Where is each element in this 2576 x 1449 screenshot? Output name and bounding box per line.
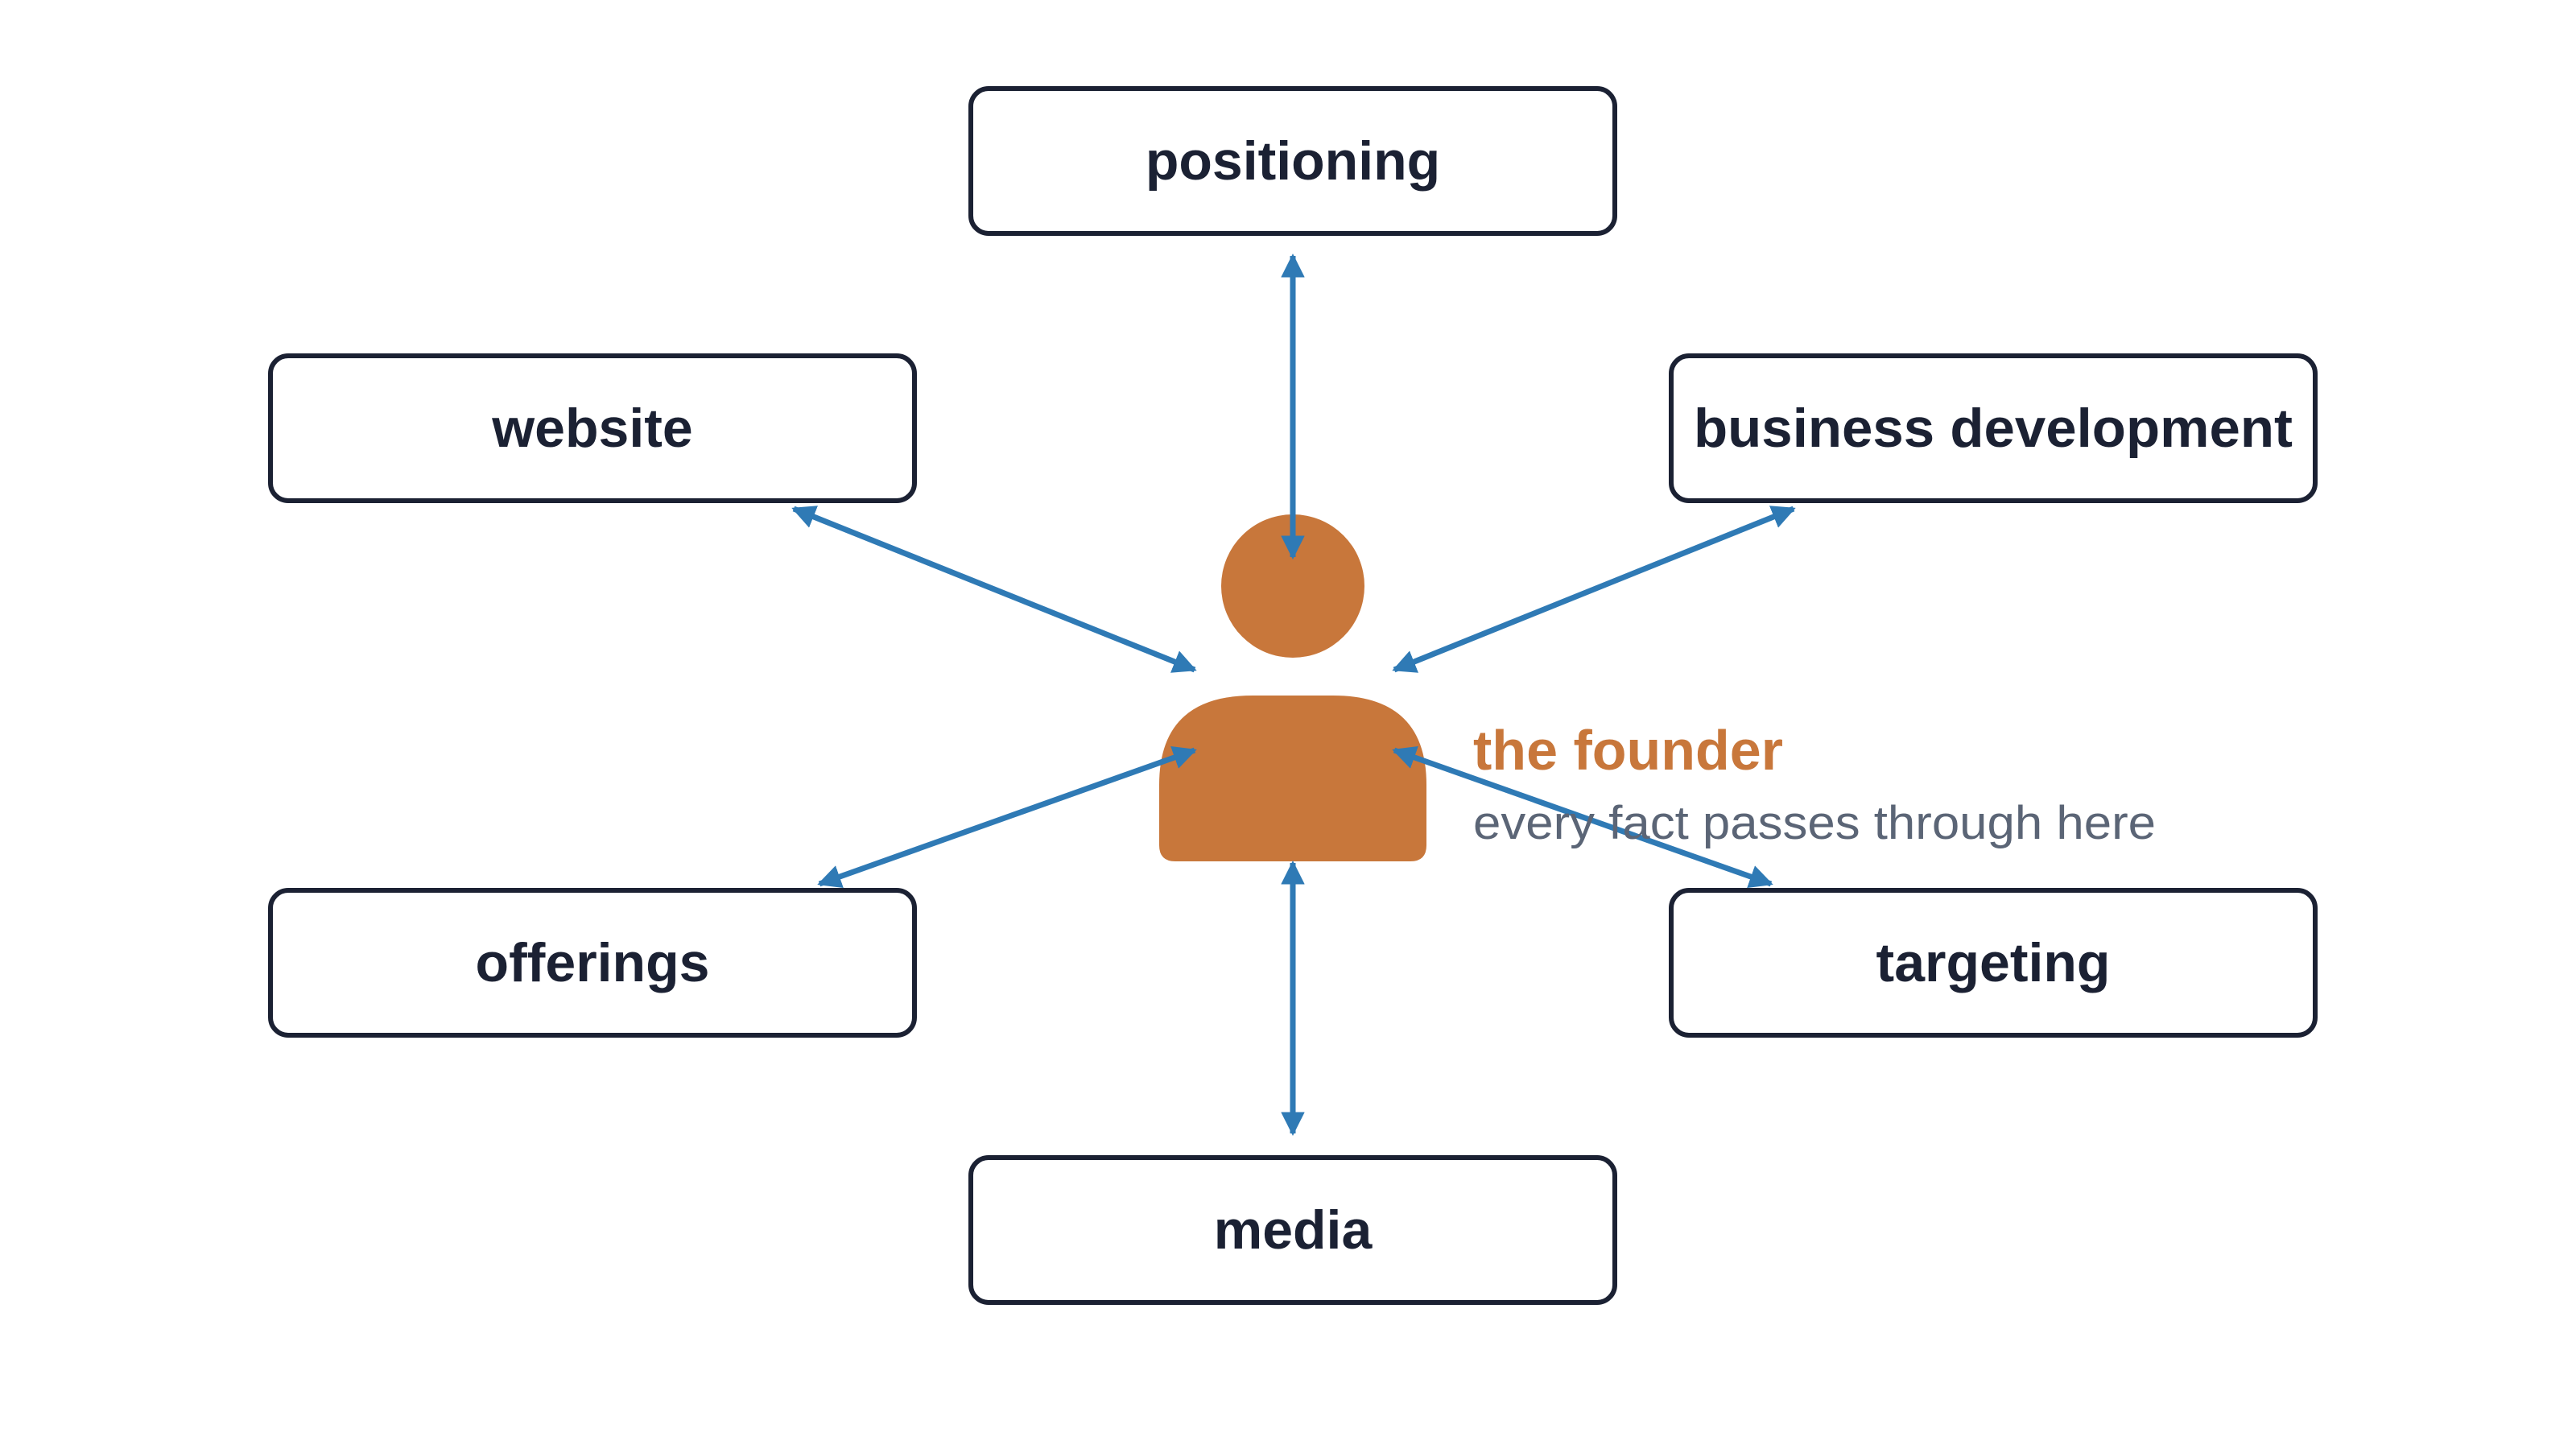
founder-head-icon	[1221, 514, 1364, 658]
founder-subtitle: every fact passes through here	[1473, 797, 2156, 849]
node-business-development-box	[1669, 353, 2318, 503]
node-positioning-box	[968, 86, 1617, 236]
connection-arrows	[791, 254, 1796, 1136]
node-positioning: positioning	[968, 86, 1617, 236]
node-website-box	[268, 353, 917, 503]
founder-person-icon	[1159, 514, 1426, 861]
arrow-business-development	[1392, 506, 1796, 673]
node-media-label: media	[1214, 1199, 1373, 1261]
node-website-label: website	[491, 398, 692, 459]
arrow-targeting	[1392, 745, 1773, 889]
node-targeting: targeting	[1669, 888, 2318, 1038]
node-offerings-box	[268, 888, 917, 1038]
node-offerings-label: offerings	[476, 932, 710, 993]
arrow-offerings	[817, 746, 1197, 888]
node-business-development-label: business development	[1694, 398, 2293, 459]
node-media: media	[968, 1155, 1617, 1305]
node-positioning-label: positioning	[1146, 130, 1440, 192]
node-targeting-label: targeting	[1876, 932, 2111, 993]
node-business-development: business development	[1669, 353, 2318, 503]
node-targeting-box	[1669, 888, 2318, 1038]
node-offerings: offerings	[268, 888, 917, 1038]
arrow-website	[791, 506, 1197, 673]
node-media-box	[968, 1155, 1617, 1305]
node-website: website	[268, 353, 917, 503]
founder-body-icon	[1159, 696, 1426, 861]
founder-title: the founder	[1473, 719, 1783, 782]
